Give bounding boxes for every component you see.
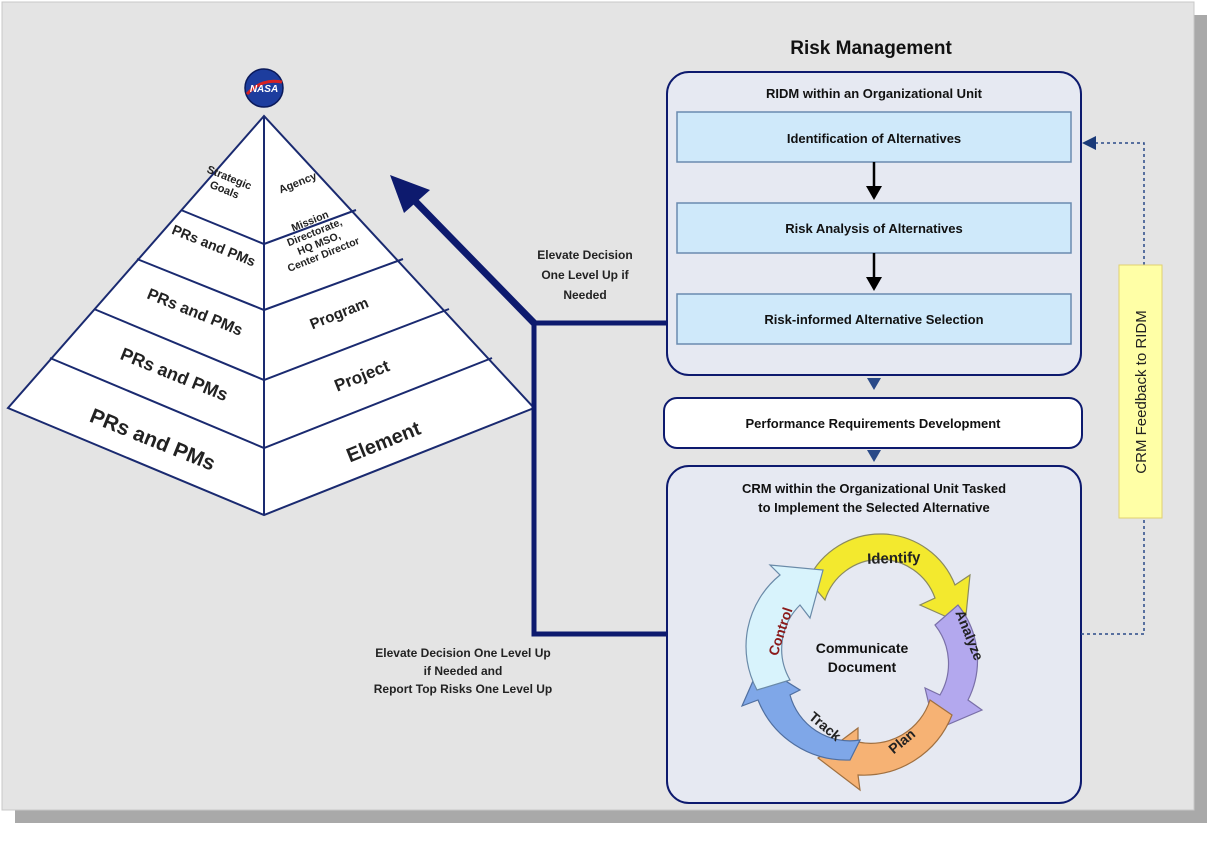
segment-identify: [807, 533, 971, 626]
elevate-lower-label: Elevate Decision One Level Up if Needed …: [374, 646, 552, 696]
elevate-arrowhead: [390, 175, 430, 213]
cycle-center-1: Communicate: [816, 640, 909, 656]
cycle-identify: Identify: [867, 549, 922, 568]
elevate-connectors: [390, 175, 667, 637]
feedback-label: CRM Feedback to RIDM: [1133, 310, 1150, 473]
crm-cycle: [740, 533, 984, 792]
elevate-upper-label: Elevate Decision One Level Up if Needed: [537, 248, 632, 302]
performance-box: Performance Requirements Development: [663, 397, 1083, 449]
step-risk-analysis: [676, 202, 1072, 254]
performance-label: Performance Requirements Development: [745, 416, 1001, 431]
svg-text:Risk-informed Alternative Sele: Risk-informed Alternative Selection: [764, 312, 983, 327]
svg-text:One Level Up if: One Level Up if: [541, 268, 629, 282]
svg-text:if Needed and: if Needed and: [424, 664, 503, 678]
nasa-logo: NASA: [244, 68, 284, 108]
arrow-to-performance: [867, 378, 881, 390]
svg-text:Report Top Risks One Level Up: Report Top Risks One Level Up: [374, 682, 552, 696]
step-selection: [676, 293, 1072, 345]
arrow-down-1: [866, 186, 882, 200]
arrow-down-2: [866, 277, 882, 291]
crm-box: CRM within the Organizational Unit Taske…: [666, 465, 1082, 804]
svg-text:Risk Analysis of Alternatives: Risk Analysis of Alternatives: [785, 221, 963, 236]
step-identification: [676, 111, 1072, 163]
feedback-arrowhead: [1082, 136, 1096, 150]
crm-title-1: CRM within the Organizational Unit Taske…: [742, 481, 1006, 496]
crm-title-2: to Implement the Selected Alternative: [758, 500, 989, 515]
segment-plan: [817, 699, 953, 792]
svg-text:Identification of Alternatives: Identification of Alternatives: [787, 131, 961, 146]
ridm-box: RIDM within an Organizational Unit Ident…: [666, 71, 1082, 376]
arrow-to-crm: [867, 450, 881, 462]
pyramid: NASA Strategic Goals PRs and PMs PRs and…: [6, 68, 536, 517]
page-title: Risk Management: [790, 38, 952, 59]
svg-text:Needed: Needed: [563, 288, 606, 302]
cycle-center-2: Document: [828, 659, 897, 675]
segment-control: [745, 564, 824, 691]
svg-text:Elevate Decision One Level Up: Elevate Decision One Level Up: [375, 646, 550, 660]
feedback-label-box: CRM Feedback to RIDM: [1118, 264, 1163, 519]
logo-text: NASA: [250, 84, 278, 95]
svg-text:Elevate Decision: Elevate Decision: [537, 248, 632, 262]
ridm-title: RIDM within an Organizational Unit: [766, 86, 983, 101]
